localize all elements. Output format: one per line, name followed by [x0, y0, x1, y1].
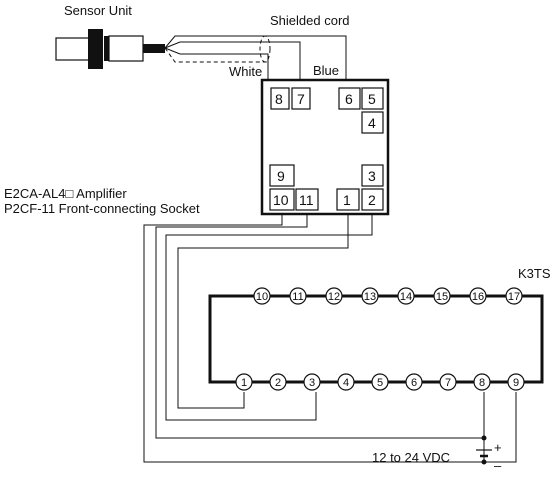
pin-11-label: 11 — [299, 192, 314, 208]
pin-10-label: 10 — [273, 192, 289, 208]
pin-4-label: 4 — [368, 115, 376, 131]
k3ts-top-terminal-label-10: 10 — [256, 291, 268, 303]
pin-6-label: 6 — [345, 91, 353, 107]
k3ts-label: K3TS — [518, 266, 551, 281]
supply-plus-label: + — [494, 440, 502, 455]
k3ts-top-terminal-label-17: 17 — [508, 291, 520, 303]
pin-3-label: 3 — [368, 168, 376, 184]
k3ts-top-terminals: 10 11 12 13 14 15 16 17 — [253, 287, 523, 305]
k3ts-bottom-terminal-3 — [303, 373, 321, 391]
blue-wire-label: Blue — [313, 63, 339, 78]
supply-minus-label: – — [494, 458, 502, 473]
k3ts-bottom-terminal-label-8: 8 — [479, 377, 485, 389]
pin-8-label: 8 — [275, 91, 283, 107]
k3ts-top-terminal-15 — [433, 287, 451, 305]
k3ts-bottom-terminal-label-3: 3 — [309, 377, 315, 389]
k3ts-box — [208, 294, 544, 384]
pin-7-label: 7 — [297, 91, 305, 107]
pin-5-label: 5 — [368, 91, 376, 107]
socket-pins — [269, 87, 384, 211]
k3ts-bottom-terminal-9 — [507, 373, 525, 391]
k3ts-top-terminal-13 — [361, 287, 379, 305]
k3ts-bottom-terminal-5 — [371, 373, 389, 391]
k3ts-bottom-terminal-4 — [337, 373, 355, 391]
shielded-cord — [164, 35, 347, 80]
dc-supply-symbol — [476, 449, 492, 458]
pin-1-label: 1 — [343, 192, 351, 208]
k3ts-top-terminal-17 — [505, 287, 523, 305]
k3ts-top-terminal-14 — [397, 287, 415, 305]
k3ts-bottom-terminal-label-1: 1 — [241, 377, 247, 389]
k3ts-bottom-terminal-label-9: 9 — [513, 377, 519, 389]
k3ts-bottom-terminal-label-4: 4 — [343, 377, 349, 389]
k3ts-top-terminal-label-16: 16 — [472, 291, 484, 303]
k3ts-top-terminal-label-12: 12 — [328, 291, 340, 303]
pin-9-label: 9 — [277, 168, 285, 184]
k3ts-bottom-terminal-2 — [269, 373, 287, 391]
k3ts-bottom-terminal-label-6: 6 — [411, 377, 417, 389]
pin-2-label: 2 — [368, 192, 376, 208]
k3ts-bottom-terminal-label-2: 2 — [275, 377, 281, 389]
k3ts-bottom-terminal-label-5: 5 — [377, 377, 383, 389]
shielded-cord-label: Shielded cord — [270, 13, 350, 28]
k3ts-top-terminal-11 — [289, 287, 307, 305]
sensor-unit-graphic — [55, 29, 165, 69]
k3ts-bottom-terminal-6 — [405, 373, 423, 391]
k3ts-top-terminal-label-11: 11 — [292, 291, 303, 303]
socket-label: P2CF-11 Front-connecting Socket — [4, 201, 200, 216]
k3ts-top-terminal-label-15: 15 — [436, 291, 448, 303]
k3ts-bottom-terminal-1 — [235, 373, 253, 391]
k3ts-top-terminal-16 — [469, 287, 487, 305]
k3ts-top-terminal-label-13: 13 — [364, 291, 376, 303]
k3ts-top-terminal-12 — [325, 287, 343, 305]
k3ts-bottom-terminal-7 — [439, 373, 457, 391]
k3ts-bottom-terminal-label-7: 7 — [445, 377, 451, 389]
k3ts-bottom-terminal-8 — [473, 373, 491, 391]
k3ts-top-terminal-10 — [253, 287, 271, 305]
white-wire-label: White — [229, 64, 262, 79]
k3ts-bottom-terminals: 1 2 3 4 5 6 7 8 9 — [235, 373, 525, 391]
k3ts-top-terminal-label-14: 14 — [400, 291, 412, 303]
sensor-unit-label: Sensor Unit — [64, 3, 132, 18]
wiring — [143, 214, 517, 465]
amplifier-label: E2CA-AL4□ Amplifier — [4, 186, 127, 201]
supply-voltage-label: 12 to 24 VDC — [372, 450, 450, 465]
